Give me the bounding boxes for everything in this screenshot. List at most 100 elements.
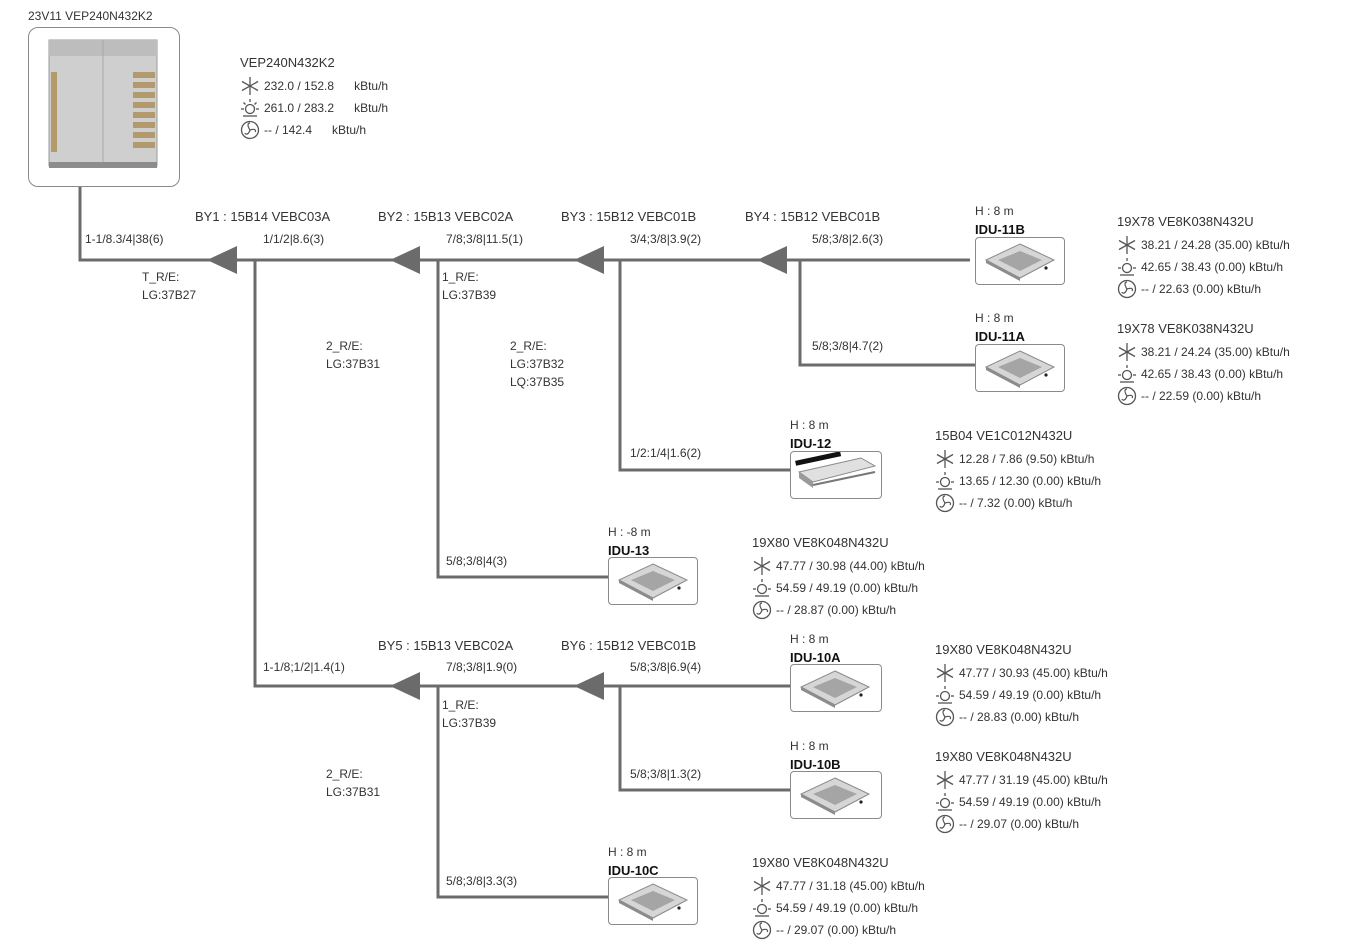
cooling-icon — [1118, 343, 1136, 361]
idu-cooling-value: 12.28 / 7.86 (9.50) kBtu/h — [959, 452, 1095, 466]
odu-box[interactable] — [28, 27, 180, 187]
odu-heating-row: 261.0 / 283.2 kBtu/h — [240, 97, 388, 119]
odu-model: VEP240N432K2 — [240, 55, 335, 70]
fan-icon — [935, 707, 955, 727]
cooling-icon — [753, 557, 771, 575]
idu-height: H : 8 m — [608, 845, 647, 859]
cassette-unit-icon — [984, 243, 1056, 281]
pipe-label: 1/2:1/4|1.6(2) — [630, 446, 702, 460]
idu-name: IDU-10A — [790, 650, 841, 665]
idu-spec-11b: 19X78 VE8K038N432U 38.21 / 24.28 (35.00)… — [1117, 214, 1290, 300]
pipe-label: 5/8;3/8|4.7(2) — [812, 339, 884, 353]
odu-cooling-value: 232.0 / 152.8 — [264, 79, 335, 93]
by6-arrow — [574, 672, 604, 700]
refnet-label-3: 1_R/E:LG:37B39 — [442, 270, 497, 302]
fan-icon — [240, 120, 260, 140]
odu-fan-value: -- / 142.4 — [264, 123, 313, 137]
pipe-label: 5/8;3/8|6.9(4) — [630, 660, 702, 674]
odu-fan-row: -- / 142.4 kBtu/h — [240, 119, 388, 141]
pipe-label: 3/4;3/8|3.9(2) — [630, 232, 702, 246]
by3-arrow — [574, 246, 604, 274]
heating-icon — [936, 793, 954, 811]
pipe-label: 1/1/2|8.6(3) — [263, 232, 325, 246]
idu-heating-value: 54.59 / 49.19 (0.00) kBtu/h — [959, 688, 1102, 702]
heating-icon — [1118, 365, 1136, 383]
idu-model: 19X80 VE8K048N432U — [935, 749, 1072, 764]
branch-label-by5: BY5 : 15B13 VEBC02A — [378, 638, 514, 653]
odu-cooling-unit: kBtu/h — [354, 79, 389, 93]
cooling-icon — [936, 664, 954, 682]
pipe-label: 7/8;3/8|1.9(0) — [446, 660, 518, 674]
heating-icon — [1118, 258, 1136, 276]
idu-height: H : 8 m — [975, 204, 1014, 218]
idu-height: H : 8 m — [790, 739, 829, 753]
by3-idu12-pipe — [618, 260, 790, 472]
idu-model: 19X80 VE8K048N432U — [752, 535, 889, 550]
idu-box-11b[interactable] — [975, 237, 1065, 285]
idu-spec-10c: 19X80 VE8K048N432U 47.77 / 31.18 (45.00)… — [752, 855, 925, 941]
branch-label-by6: BY6 : 15B12 VEBC01B — [561, 638, 697, 653]
cassette-unit-icon — [799, 670, 871, 708]
cooling-icon — [1118, 236, 1136, 254]
refnet-label-5: 1_R/E:LG:37B39 — [442, 698, 497, 730]
cassette-unit-icon — [984, 350, 1056, 388]
idu-name: IDU-11B — [975, 222, 1025, 237]
refnet-label-6: 2_R/E:LG:37B31 — [326, 767, 381, 799]
by1-arrow — [207, 246, 237, 274]
pipe-label: 1-1/8.3/4|38(6) — [85, 232, 164, 246]
idu-heating-value: 42.65 / 38.43 (0.00) kBtu/h — [1141, 260, 1284, 274]
odu-cooling-row: 232.0 / 152.8 kBtu/h — [240, 75, 388, 97]
idu-heating-value: 13.65 / 12.30 (0.00) kBtu/h — [959, 474, 1102, 488]
idu-name: IDU-11A — [975, 329, 1025, 344]
idu-cooling-value: 47.77 / 30.98 (44.00) kBtu/h — [776, 559, 925, 573]
cassette-unit-icon — [799, 777, 871, 815]
heating-icon — [241, 99, 259, 117]
idu-name: IDU-10B — [790, 757, 841, 772]
pipe-label: 5/8;3/8|3.3(3) — [446, 874, 518, 888]
odu-header: 23V11 VEP240N432K2 — [28, 9, 153, 23]
fan-icon — [752, 600, 772, 620]
idu-fan-value: -- / 29.07 (0.00) kBtu/h — [776, 923, 897, 937]
pipe-label: 1-1/8;1/2|1.4(1) — [263, 660, 345, 674]
idu-cooling-value: 47.77 / 31.19 (45.00) kBtu/h — [959, 773, 1108, 787]
odu-fan-unit: kBtu/h — [332, 123, 367, 137]
idu-model: 19X78 VE8K038N432U — [1117, 321, 1254, 336]
by4-arrow — [757, 246, 787, 274]
idu-name: IDU-10C — [608, 863, 659, 878]
cooling-icon — [241, 77, 259, 95]
idu-box-10a[interactable] — [790, 664, 882, 712]
idu-box-10c[interactable] — [608, 877, 698, 925]
idu-height: H : 8 m — [790, 418, 829, 432]
pipe-label: 5/8;3/8|1.3(2) — [630, 767, 702, 781]
idu-cooling-value: 47.77 / 31.18 (45.00) kBtu/h — [776, 879, 925, 893]
branch-label-by4: BY4 : 15B12 VEBC01B — [745, 209, 881, 224]
cooling-icon — [936, 450, 954, 468]
odu-heating-unit: kBtu/h — [354, 101, 389, 115]
pipe-label: 7/8;3/8|11.5(1) — [446, 232, 523, 246]
idu-fan-value: -- / 28.87 (0.00) kBtu/h — [776, 603, 897, 617]
idu-box-12[interactable] — [790, 451, 882, 499]
fan-icon — [1117, 386, 1137, 406]
cooling-icon — [753, 877, 771, 895]
pipe-label: 5/8;3/8|2.6(3) — [812, 232, 884, 246]
idu-model: 15B04 VE1C012N432U — [935, 428, 1073, 443]
by5-arrow — [390, 672, 420, 700]
idu-fan-value: -- / 7.32 (0.00) kBtu/h — [959, 496, 1073, 510]
by4-idu11a-pipe — [798, 260, 975, 367]
idu-box-11a[interactable] — [975, 344, 1065, 392]
branch-label-by2: BY2 : 15B13 VEBC02A — [378, 209, 514, 224]
idu-heating-value: 54.59 / 49.19 (0.00) kBtu/h — [776, 901, 919, 915]
idu-box-10b[interactable] — [790, 771, 882, 819]
heating-icon — [753, 899, 771, 917]
fan-icon — [935, 814, 955, 834]
idu-height: H : 8 m — [790, 632, 829, 646]
idu-spec-10b: 19X80 VE8K048N432U 47.77 / 31.19 (45.00)… — [935, 749, 1108, 835]
idu-heating-value: 54.59 / 49.19 (0.00) kBtu/h — [776, 581, 919, 595]
idu-box-13[interactable] — [608, 557, 698, 605]
fan-icon — [752, 920, 772, 940]
cooling-icon — [936, 771, 954, 789]
idu-fan-value: -- / 28.83 (0.00) kBtu/h — [959, 710, 1080, 724]
idu-height: H : 8 m — [975, 311, 1014, 325]
